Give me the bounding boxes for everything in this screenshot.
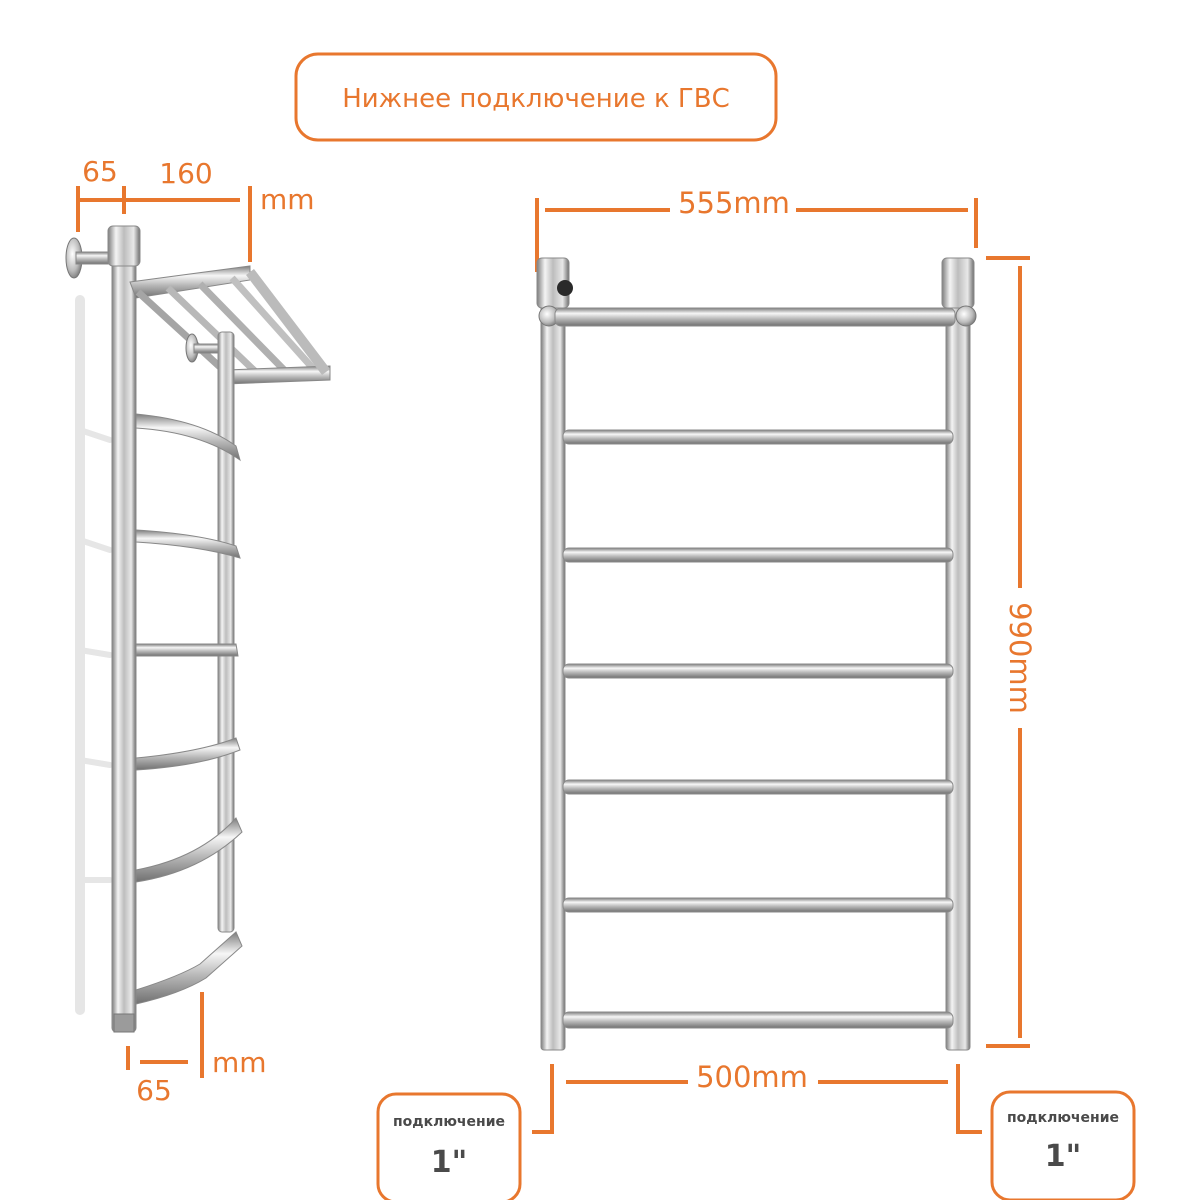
side-dim-160: 160	[159, 157, 212, 190]
side-riser	[111, 243, 137, 1033]
side-view: 65 160 mm	[65, 155, 331, 1107]
front-dim-height: 990mm	[1003, 602, 1037, 714]
side-rear-riser	[217, 331, 235, 933]
front-top-bar	[554, 307, 956, 327]
side-riser-thread	[113, 1013, 135, 1033]
front-dim-width-top: 555mm	[678, 186, 790, 220]
front-rungs	[562, 429, 954, 1029]
connection-label-left: подключение	[393, 1114, 505, 1130]
side-dim-65-bottom: 65	[136, 1074, 172, 1107]
side-riser-cap	[107, 225, 141, 267]
title-box: Нижнее подключение к ГВС	[294, 52, 778, 142]
title-text: Нижнее подключение к ГВС	[342, 84, 730, 114]
side-view-shadow	[75, 295, 113, 1015]
side-rungs	[135, 413, 243, 1005]
side-dim-unit-top: mm	[260, 183, 315, 216]
front-dim-width-bottom: 500mm	[696, 1060, 808, 1094]
side-dim-65-top: 65	[82, 155, 118, 188]
connection-size-left: 1"	[431, 1145, 468, 1180]
front-riser-left	[540, 299, 566, 1051]
connection-box-right: подключение 1"	[990, 1090, 1136, 1200]
front-view: 555mm 990mm	[532, 186, 1037, 1134]
connection-label-right: подключение	[1007, 1110, 1119, 1126]
top-connector-left-icon	[536, 257, 573, 327]
side-dim-unit-bottom: mm	[212, 1046, 267, 1079]
connection-box-left: подключение 1"	[376, 1092, 522, 1200]
shelf	[129, 265, 331, 385]
top-connector-right-icon	[941, 257, 977, 327]
connection-size-right: 1"	[1045, 1139, 1082, 1174]
